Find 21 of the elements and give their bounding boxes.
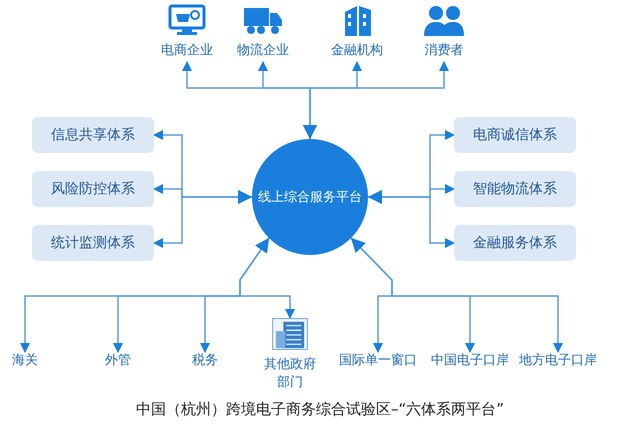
system-box: 电商诚信体系 <box>454 117 576 153</box>
system-box: 风险防控体系 <box>32 171 154 207</box>
connector-arrow <box>153 190 252 248</box>
system-box: 金融服务体系 <box>454 225 576 261</box>
connector-arrow <box>303 61 449 139</box>
connector-arrow <box>239 238 295 319</box>
agency-label: 税务 <box>180 352 230 372</box>
agency-label: 外管 <box>93 352 143 372</box>
connector-arrow <box>350 237 563 353</box>
platform-circle: 线上综合服务平台 <box>252 139 368 255</box>
node-label: 其他政府部门 <box>263 356 317 392</box>
system-box: 智能物流体系 <box>454 171 576 207</box>
agency-label: 海关 <box>2 352 48 372</box>
node-label: 电商企业 <box>161 42 213 60</box>
system-box: 统计监测体系 <box>32 225 154 261</box>
node-label: 物流企业 <box>237 42 289 60</box>
caption: 中国（杭州）跨境电子商务综合试验区–“六体系两平台” <box>134 400 506 419</box>
connector-arrow <box>368 190 455 248</box>
system-box: 信息共享体系 <box>32 117 154 153</box>
node-label: 金融机构 <box>331 42 383 60</box>
node-label: 消费者 <box>424 42 464 60</box>
